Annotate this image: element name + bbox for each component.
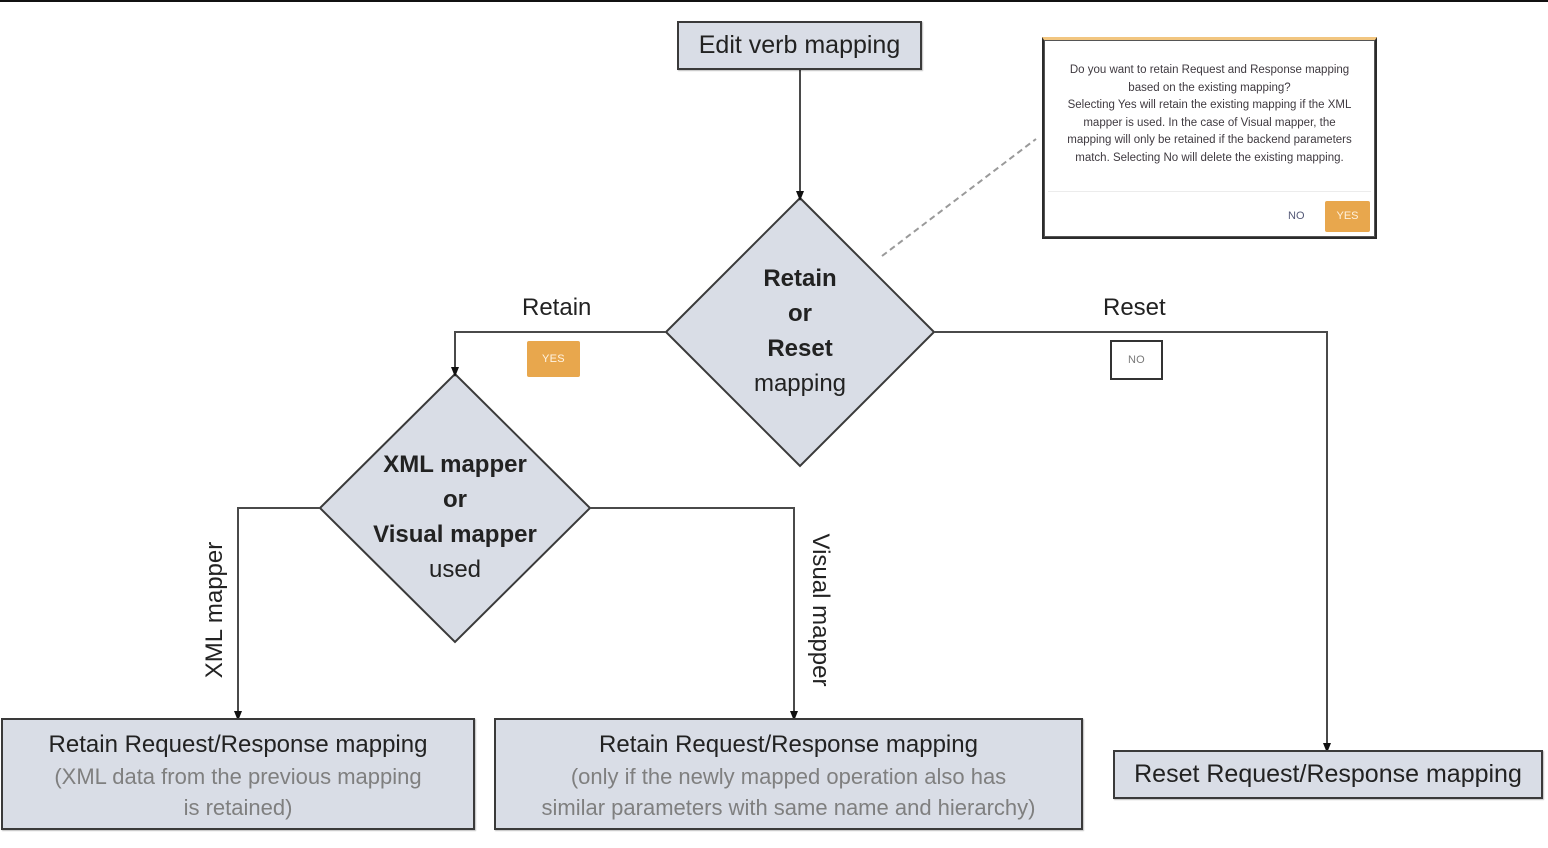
decision-main-line-1: Retain: [763, 265, 837, 292]
branch-chip-yes: YES: [527, 341, 580, 377]
dialog-message-line: mapping will only be retained if the bac…: [1067, 134, 1352, 147]
dialog-message-line: mapper is used. In the case of Visual ma…: [1083, 116, 1336, 129]
dialog-separator: [1048, 191, 1371, 192]
connector-retain-branch: [451, 331, 666, 377]
decision-mapper-line-1: XML mapper: [383, 451, 527, 478]
outcome-box-xml-retain: Retain Request/Response mapping (XML dat…: [1, 718, 475, 830]
dialog-message-line: match. Selecting No will delete the exis…: [1075, 151, 1344, 164]
connector-reset-branch: [934, 331, 1331, 753]
outcome-xml-sub-2: is retained): [183, 795, 293, 820]
branch-label-xml-mapper: XML mapper: [201, 541, 228, 679]
retain-mapping-dialog: Do you want to retain Request and Respon…: [1042, 37, 1377, 239]
dialog-callout-dashed-line: [881, 138, 1037, 257]
decision-diamond-retain-reset: [664, 196, 936, 468]
dialog-message-line: Selecting Yes will retain the existing m…: [1067, 99, 1352, 112]
dialog-message-line: based on the existing mapping?: [1128, 81, 1291, 94]
top-border-line: [0, 0, 1548, 2]
decision-main-line-3: Reset: [767, 335, 833, 362]
branch-label-reset: Reset: [1103, 294, 1166, 321]
decision-mapper-line-3: Visual mapper: [373, 521, 537, 548]
decision-main-line-4: mapping: [753, 370, 847, 397]
branch-chip-no: NO: [1110, 340, 1163, 380]
branch-label-retain: Retain: [522, 294, 592, 321]
outcome-reset-title: Reset Request/Response mapping: [1134, 760, 1522, 788]
outcome-visual-title: Retain Request/Response mapping: [599, 731, 978, 758]
dialog-message: Do you want to retain Request and Respon…: [1054, 62, 1365, 168]
start-box-edit-verb-mapping: Edit verb mapping: [677, 21, 922, 70]
decision-mapper-line-2: or: [443, 486, 467, 513]
outcome-visual-sub-2: similar parameters with same name and hi…: [541, 795, 1036, 820]
outcome-visual-sub-1: (only if the newly mapped operation also…: [570, 764, 1007, 789]
outcome-xml-sub-1: (XML data from the previous mapping: [54, 764, 422, 789]
decision-main-line-2: or: [788, 300, 812, 327]
decision-main-text: Retain or Reset mapping: [700, 261, 900, 401]
dialog-message-line: Do you want to retain Request and Respon…: [1069, 64, 1350, 76]
decision-diamond-mapper-type: [318, 372, 592, 644]
branch-label-visual-mapper: Visual mapper: [807, 533, 834, 687]
outcome-xml-title: Retain Request/Response mapping: [48, 731, 428, 758]
decision-mapper-line-4: used: [428, 556, 482, 583]
dialog-no-button[interactable]: NO: [1288, 210, 1305, 222]
decision-mapper-text: XML mapper or Visual mapper used: [335, 447, 575, 587]
connector-visual-branch: [590, 507, 798, 721]
connector-xml-branch: [234, 507, 320, 721]
start-box-label: Edit verb mapping: [698, 31, 901, 59]
outcome-box-visual-retain: Retain Request/Response mapping (only if…: [494, 718, 1083, 830]
dialog-yes-button[interactable]: YES: [1325, 201, 1370, 232]
outcome-box-reset: Reset Request/Response mapping: [1113, 750, 1543, 799]
